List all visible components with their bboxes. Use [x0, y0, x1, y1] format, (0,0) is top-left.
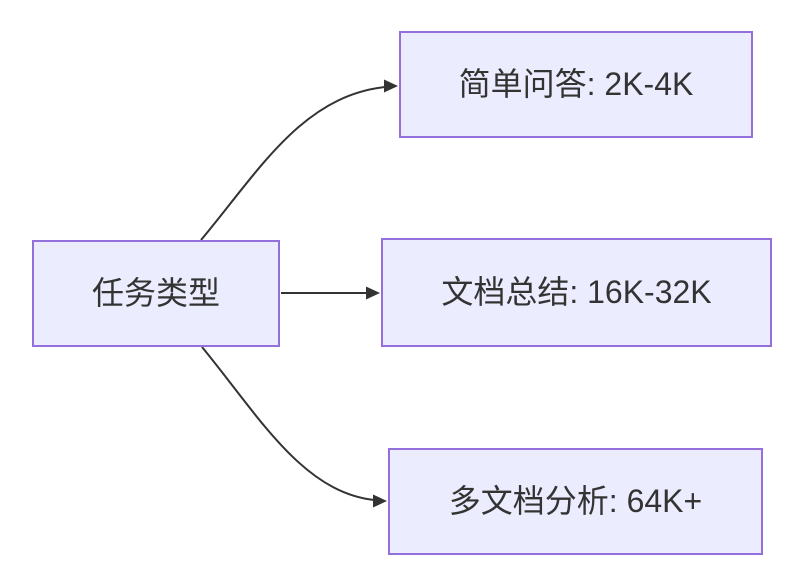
edge-root-to-top [200, 79, 398, 241]
edge-root-to-middle [281, 286, 380, 300]
arrowhead-middle [366, 286, 380, 300]
edge-root-to-bottom [201, 346, 387, 508]
node-multi-doc-analysis-label: 多文档分析: 64K+ [448, 483, 703, 520]
arrowhead-bottom [373, 494, 387, 508]
node-doc-summary-label: 文档总结: 16K-32K [441, 274, 712, 311]
node-task-type-label: 任务类型 [91, 275, 220, 312]
node-simple-qa: 简单问答: 2K-4K [399, 31, 753, 138]
node-task-type: 任务类型 [32, 240, 280, 347]
node-multi-doc-analysis: 多文档分析: 64K+ [388, 448, 763, 555]
node-simple-qa-label: 简单问答: 2K-4K [458, 66, 694, 103]
arrowhead-top [384, 79, 398, 93]
node-doc-summary: 文档总结: 16K-32K [381, 238, 772, 347]
